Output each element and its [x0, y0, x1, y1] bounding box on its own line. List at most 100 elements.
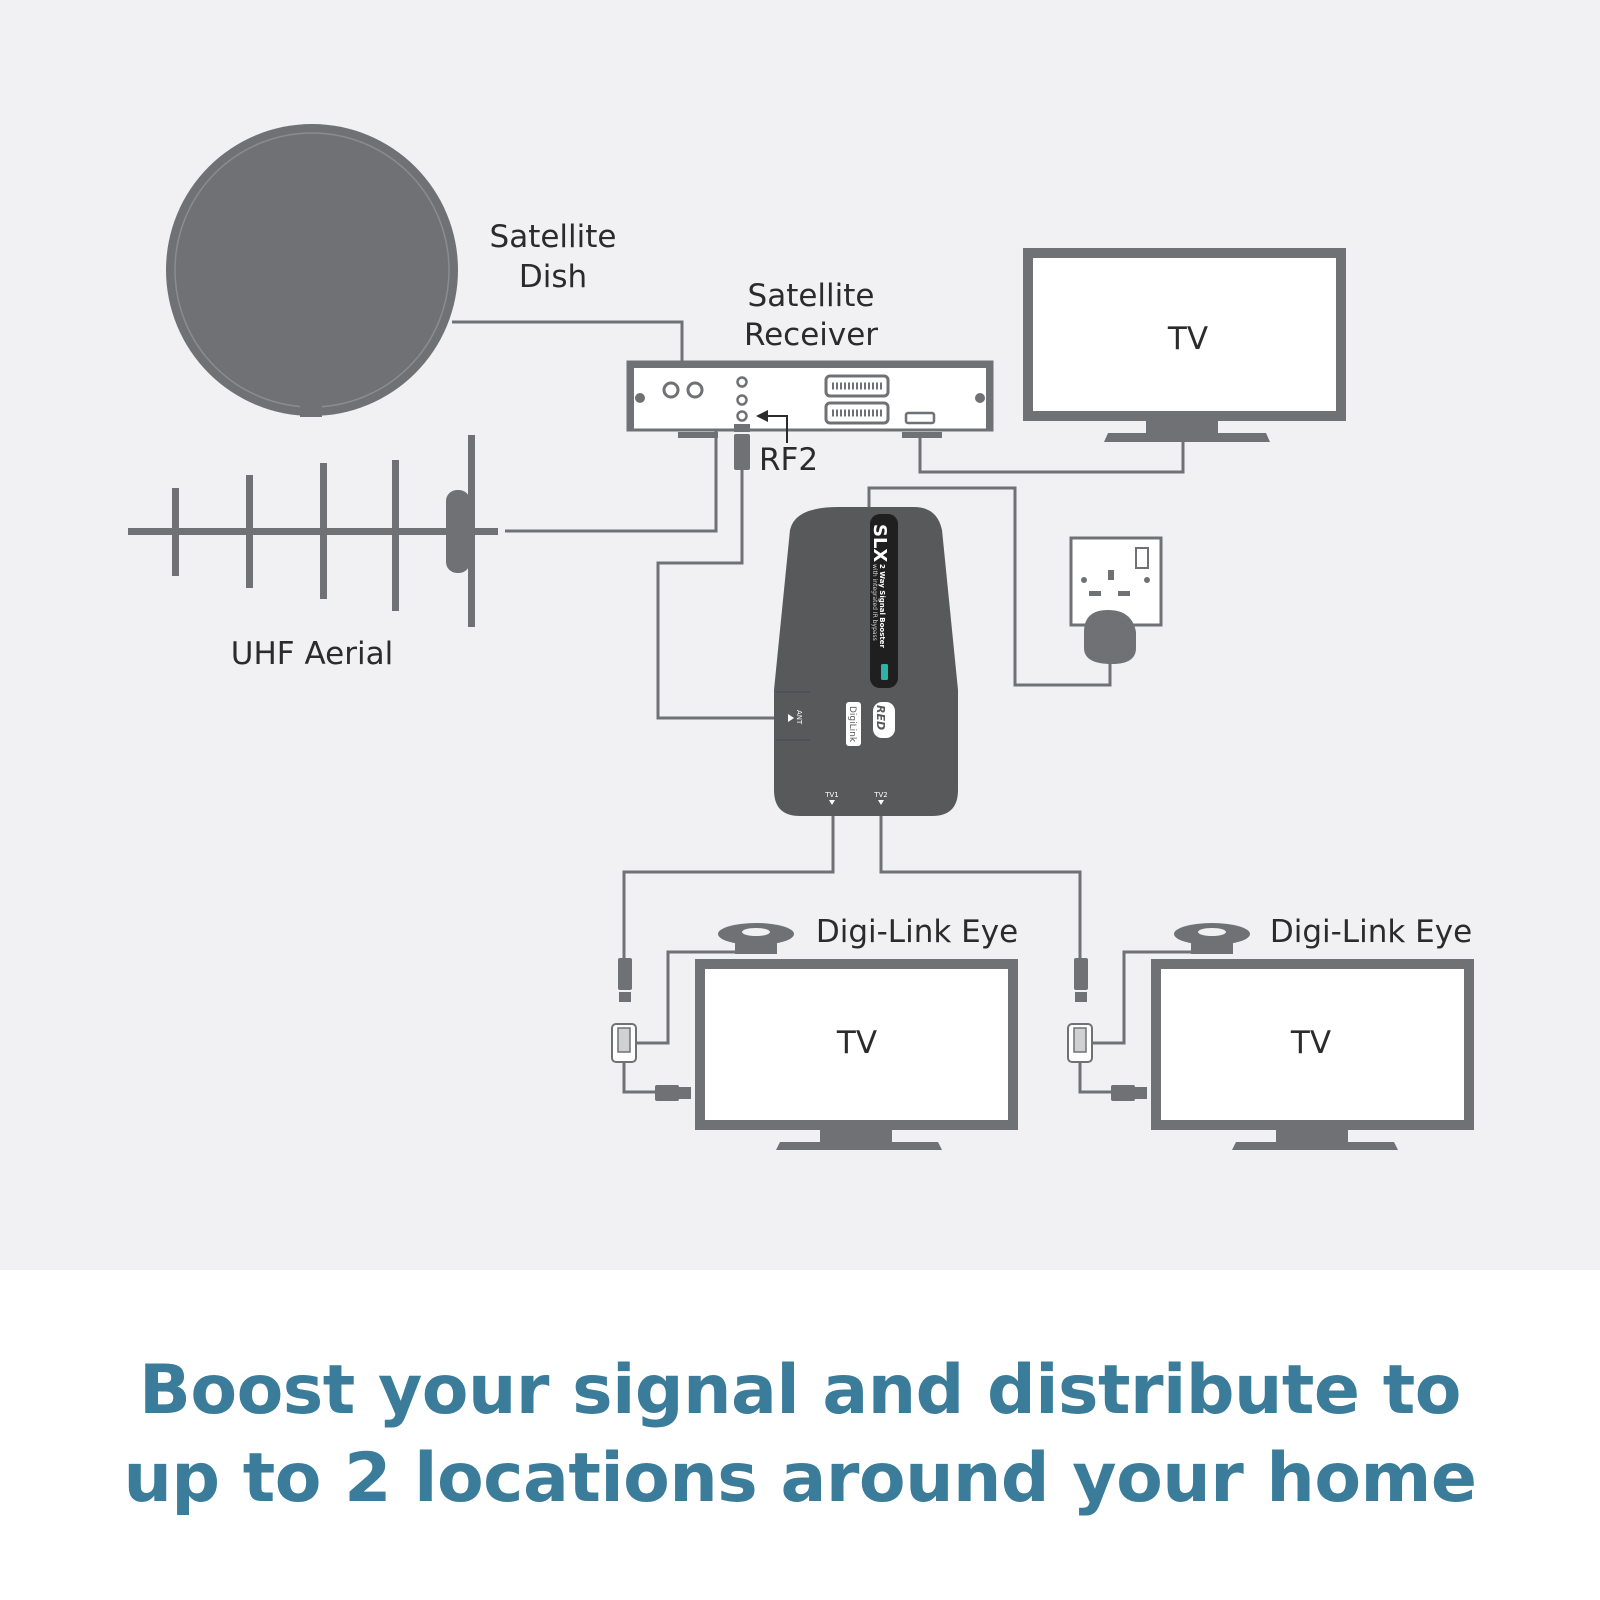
room1-splitter-window	[617, 1027, 631, 1053]
booster-ant-label: ANT	[795, 710, 803, 725]
socket-earth-pin	[1108, 570, 1114, 580]
satellite-receiver	[626, 360, 994, 470]
receiver-screw-left	[635, 393, 645, 403]
label-tv-1: TV	[836, 1025, 877, 1061]
room1-hdmi-tip	[679, 1087, 691, 1099]
cable-booster-tv2	[879, 812, 1082, 958]
socket-screw-right	[1144, 577, 1150, 583]
booster-tv2-arrow	[878, 800, 884, 805]
tv-main-neck	[1146, 421, 1218, 433]
power-plug	[1084, 610, 1136, 664]
booster-digilink-badge	[846, 702, 861, 746]
receiver-side-left	[628, 362, 634, 430]
aerial-balun	[446, 490, 470, 573]
cable-receiver-to-booster-ant	[656, 470, 778, 720]
tv-2-screen	[1151, 959, 1474, 1130]
label-satellite-dish-2: Dish	[519, 259, 587, 295]
tv-2-stand	[1232, 1142, 1398, 1150]
booster-tv1-label: TV1	[824, 791, 839, 799]
socket-screw-left	[1081, 577, 1087, 583]
tv-1-stand	[776, 1142, 942, 1150]
booster-subtitle: with integrated IR bypass	[871, 564, 878, 641]
receiver-screw-right	[975, 393, 985, 403]
booster-tv1-arrow	[829, 800, 835, 805]
uhf-aerial	[128, 435, 498, 627]
signal-booster: SLX 2 Way Signal Booster with integrated…	[774, 507, 958, 816]
booster-tv2-label: TV2	[873, 791, 888, 799]
room2-hdmi-plug	[1111, 1085, 1135, 1101]
booster-digilink-label: DigiLink	[847, 706, 857, 743]
rf2-plug	[734, 434, 750, 470]
room2-coax-plug	[1074, 958, 1088, 990]
receiver-foot-left	[678, 432, 718, 438]
booster-body	[774, 507, 958, 816]
room2-splitter-window	[1073, 1027, 1087, 1053]
tv-main	[1023, 248, 1346, 442]
socket-switch	[1135, 547, 1149, 569]
socket-live-pin	[1089, 591, 1101, 596]
rf2-arrow-head	[756, 410, 768, 422]
tv-main-screen	[1023, 248, 1346, 421]
tv-2-neck	[1276, 1130, 1348, 1142]
room1-digilink-eye-lens	[742, 928, 770, 936]
cables	[452, 320, 1196, 1094]
dish-lnb	[284, 305, 339, 379]
dish-reflector	[166, 124, 458, 416]
label-uhf-aerial: UHF Aerial	[231, 636, 393, 672]
caption: Boost your signal and distribute to up t…	[0, 1270, 1600, 1600]
room-1	[611, 923, 1018, 1150]
wall-socket	[1069, 536, 1163, 664]
cable-receiver-hdmi-to-tv	[918, 432, 1185, 474]
aerial-element-3	[320, 463, 327, 599]
diagram-panel: SLX 2 Way Signal Booster with integrated…	[0, 0, 1600, 1270]
receiver-top	[628, 362, 992, 368]
aerial-element-2	[246, 475, 253, 588]
cable-eye1-to-splitter	[630, 950, 740, 1045]
dish-mount	[300, 375, 322, 417]
rf2-plug-ring	[734, 424, 750, 432]
booster-red-badge	[873, 702, 895, 738]
receiver-hdmi-port	[904, 411, 936, 425]
satellite-dish	[166, 124, 458, 417]
cable-booster-to-power	[867, 486, 1112, 687]
label-satellite-receiver-1: Satellite	[748, 278, 875, 314]
caption-line-1: Boost your signal and distribute to	[139, 1351, 1461, 1430]
room2-digilink-eye-lens	[1198, 928, 1226, 936]
label-digilink-eye-2: Digi-Link Eye	[1270, 914, 1472, 950]
socket-neutral-pin	[1118, 591, 1130, 596]
labels: Satellite Dish Satellite Receiver RF2 UH…	[231, 219, 1472, 1061]
cable-booster-tv1	[622, 812, 835, 958]
booster-ant-arrow	[788, 714, 794, 722]
label-satellite-dish-1: Satellite	[490, 219, 617, 255]
caption-line-2: up to 2 locations around your home	[123, 1439, 1477, 1518]
label-tv-main: TV	[1167, 321, 1208, 357]
tv-main-stand	[1104, 433, 1270, 442]
room1-coax-plug-ring	[619, 992, 631, 1002]
label-digilink-eye-1: Digi-Link Eye	[816, 914, 1018, 950]
cable-dish-to-receiver	[452, 320, 684, 362]
receiver-rf-out-port	[736, 394, 748, 406]
receiver-foot-right	[902, 432, 942, 438]
receiver-lnb-port-2	[686, 381, 704, 399]
room2-coax-plug-ring	[1075, 992, 1087, 1002]
cable-splitter2-to-tv	[1078, 1060, 1114, 1094]
label-rf2: RF2	[759, 442, 818, 478]
receiver-body	[626, 360, 994, 432]
booster-brand: SLX	[869, 524, 890, 562]
aerial-element-4	[392, 460, 399, 611]
booster-label-panel	[870, 514, 898, 688]
room1-hdmi-plug	[655, 1085, 679, 1101]
room1-coax-plug	[618, 958, 632, 990]
room2-hdmi-tip	[1135, 1087, 1147, 1099]
cable-eye2-to-splitter	[1086, 950, 1196, 1045]
connection-diagram: SLX 2 Way Signal Booster with integrated…	[128, 124, 1474, 1150]
room1-digilink-eye-base	[735, 942, 777, 954]
receiver-side-right	[986, 362, 992, 430]
aerial-element-5	[468, 435, 475, 627]
room2-digilink-eye-base	[1191, 942, 1233, 954]
receiver-lnb-port-1	[662, 381, 680, 399]
room-2	[1067, 923, 1474, 1150]
label-tv-2: TV	[1290, 1025, 1331, 1061]
aerial-element-1	[172, 488, 179, 576]
